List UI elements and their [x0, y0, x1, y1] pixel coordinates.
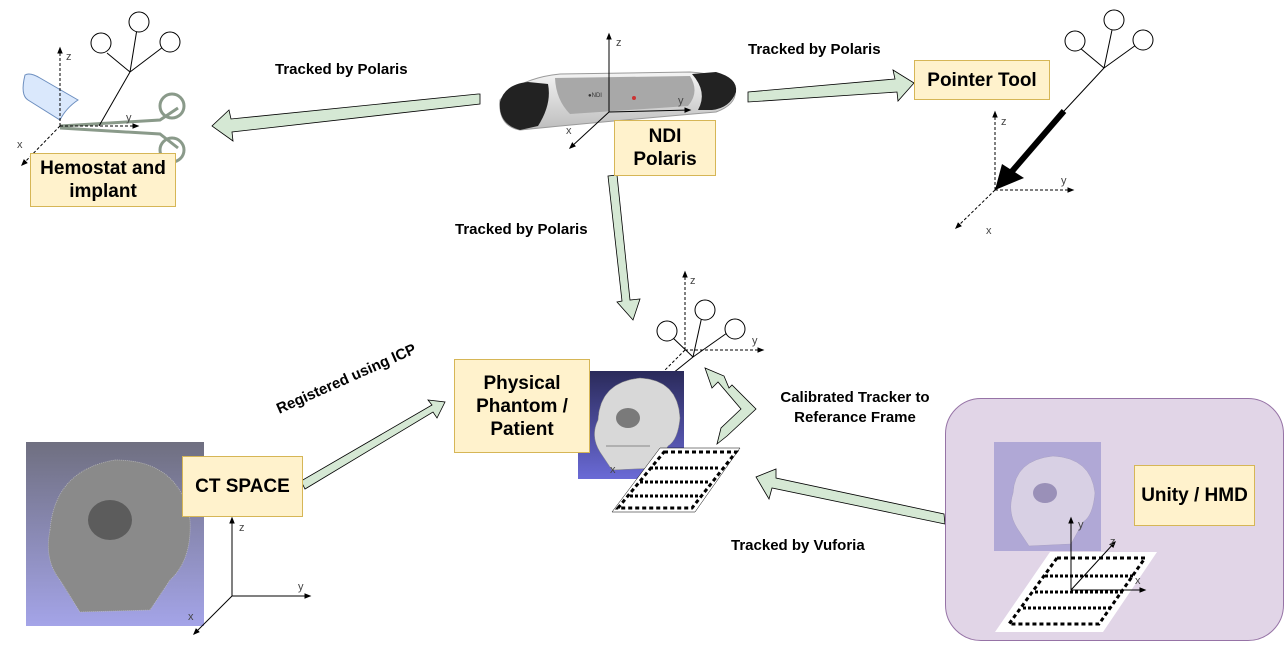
hmd-axes	[1068, 516, 1147, 593]
axis-label-z: z	[690, 275, 696, 287]
hmd-skull-image	[994, 442, 1101, 551]
axis-label-x: x	[1135, 575, 1141, 587]
arrow-vuforia-tracking	[755, 468, 946, 525]
arrow-calibrated-tracker	[704, 367, 757, 446]
arrow-ct-to-phantom	[300, 399, 446, 490]
hmd-illustration: y x z	[994, 442, 1157, 632]
axis-label-y: y	[678, 95, 684, 107]
svg-text:●NDI: ●NDI	[588, 93, 602, 99]
axis-label-x: x	[188, 611, 194, 623]
node-physical-phantom-patient[interactable]: Physical Phantom / Patient	[454, 359, 590, 453]
axis-label-z: z	[1110, 536, 1116, 548]
qr-marker-phantom	[611, 447, 741, 513]
axis-label-x: x	[986, 225, 992, 237]
axis-label-x: x	[17, 139, 23, 151]
axis-label-z: z	[239, 522, 245, 534]
edge-label-calibrated-tracker: Calibrated Tracker to Referance Frame	[780, 389, 930, 426]
pointer-tool-illustration: z y x	[954, 9, 1154, 237]
edge-label-polaris-hemostat: Tracked by Polaris	[275, 61, 408, 78]
implant-shape	[22, 73, 79, 121]
arrow-polaris-to-hemostat	[211, 93, 481, 142]
axis-label-z: z	[66, 51, 72, 63]
axis-label-y: y	[752, 335, 758, 347]
axis-label-y: y	[1078, 519, 1084, 531]
phantom-tracker-illustration: z y	[646, 270, 765, 391]
axis-label-z: z	[616, 37, 622, 49]
polaris-camera-image: ●NDI	[499, 71, 737, 131]
axis-label-y: y	[126, 112, 132, 124]
hemostat-illustration: z y x	[17, 11, 186, 167]
edge-label-vuforia: Tracked by Vuforia	[731, 537, 865, 554]
qr-marker-hmd	[995, 552, 1157, 632]
pointer-axes	[954, 110, 1075, 229]
node-hemostat-and-implant[interactable]: Hemostat and implant	[30, 153, 176, 207]
arrow-polaris-to-pointer	[747, 69, 915, 103]
node-unity-hmd[interactable]: Unity / HMD	[1134, 465, 1255, 526]
phantom-axes	[646, 270, 765, 389]
marker-tree-hemostat	[90, 11, 181, 127]
hemostat-tool	[59, 92, 186, 164]
axis-label-z: z	[1001, 116, 1007, 128]
arrow-polaris-to-phantom	[607, 174, 641, 321]
node-ndi-polaris[interactable]: NDI Polaris	[614, 120, 716, 176]
node-ct-space[interactable]: CT SPACE	[182, 456, 303, 517]
edge-label-polaris-pointer: Tracked by Polaris	[748, 41, 881, 58]
pointer-arrow-head	[995, 164, 1024, 190]
axis-label-x: x	[610, 464, 616, 476]
ct-skull-image: x	[26, 442, 204, 626]
polaris-axes	[568, 32, 692, 149]
axis-label-y: y	[1061, 175, 1067, 187]
axis-label-x: x	[566, 125, 572, 137]
marker-tree-pointer	[1064, 9, 1154, 111]
hemostat-axes	[21, 46, 140, 167]
axis-label-y: y	[298, 581, 304, 593]
ct-axes	[193, 516, 312, 635]
edge-label-polaris-phantom: Tracked by Polaris	[455, 221, 588, 238]
node-pointer-tool[interactable]: Pointer Tool	[914, 60, 1050, 100]
